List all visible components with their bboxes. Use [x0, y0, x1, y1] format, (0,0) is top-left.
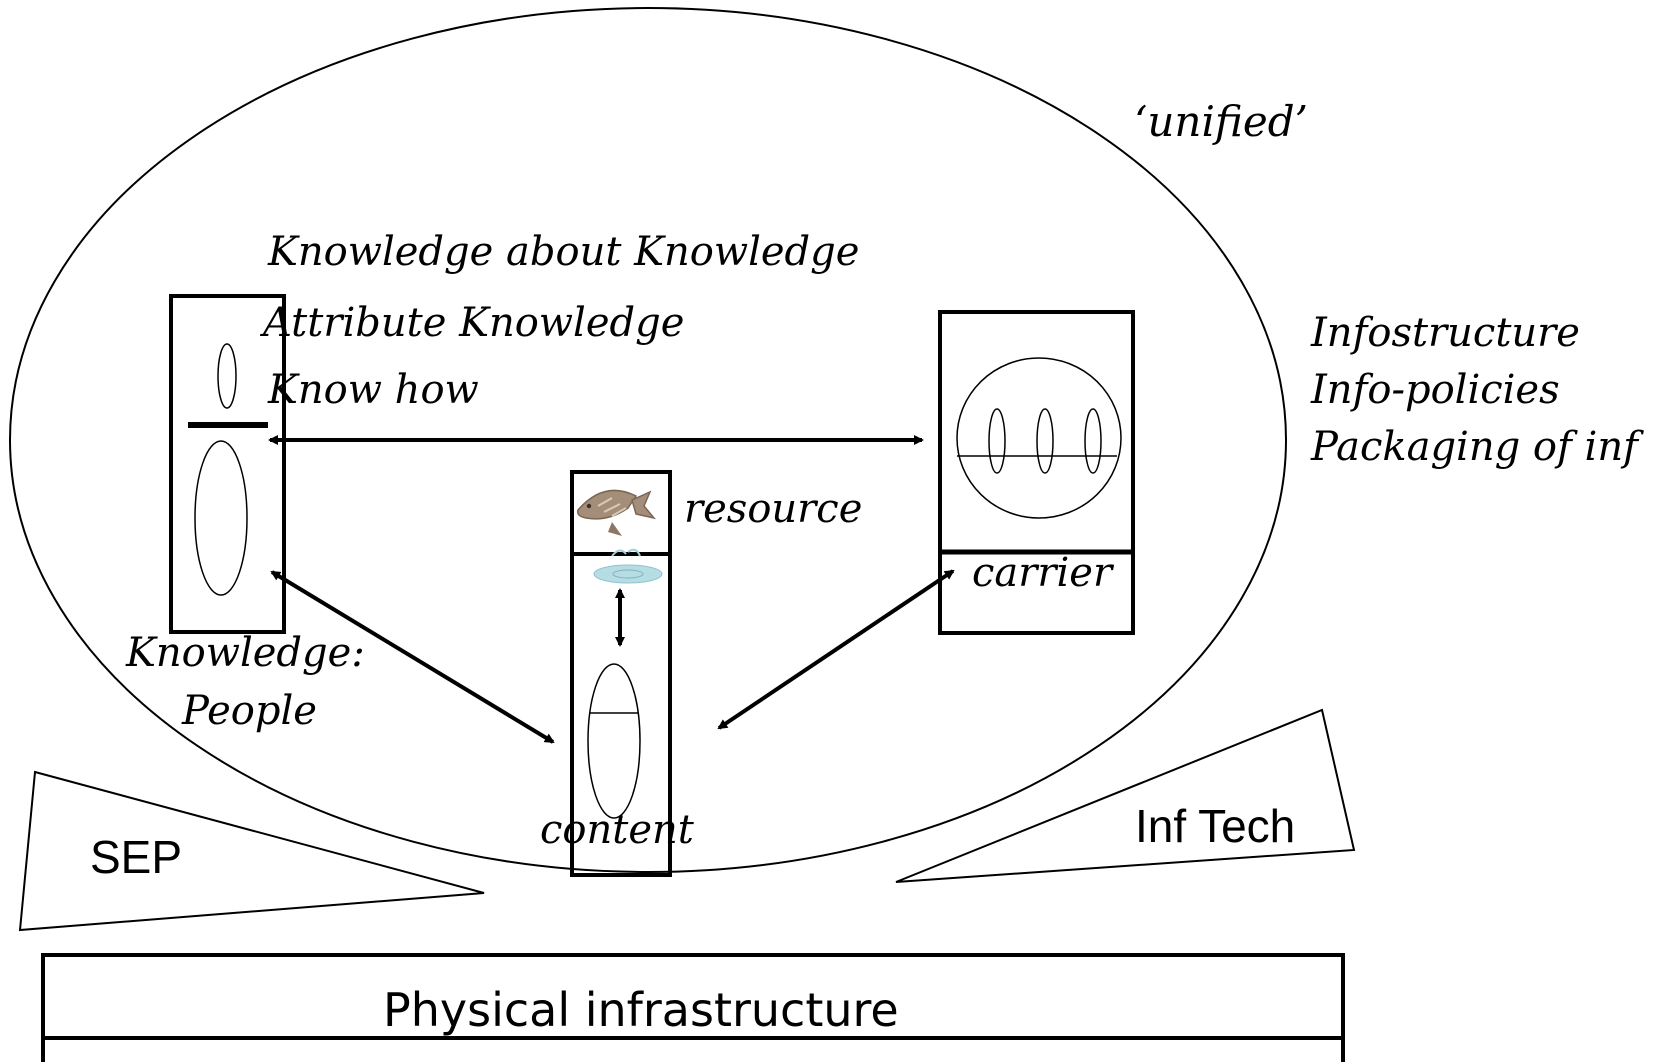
- sep-label: SEP: [90, 831, 182, 883]
- inf-tech-label: Inf Tech: [1135, 800, 1295, 852]
- sep-wedge: [18, 770, 485, 932]
- content-label: content: [540, 807, 695, 853]
- content-column: [570, 470, 672, 877]
- knowledge-small-oval: [217, 343, 237, 409]
- knowledge-large-oval: [194, 440, 248, 596]
- physical-infrastructure-label: Physical infrastructure: [383, 983, 899, 1037]
- resource-label: resource: [684, 486, 862, 532]
- carrier-box: [938, 310, 1135, 635]
- knowledge-label: Knowledge:: [125, 630, 365, 676]
- packaging-label: Packaging of inf: [1310, 424, 1644, 470]
- infostructure-label: Infostructure: [1310, 310, 1580, 356]
- physical-infrastructure-box: [41, 953, 1345, 1062]
- inf-tech-wedge: [895, 708, 1356, 883]
- carrier-circle: [956, 357, 1122, 519]
- carrier-oval-3: [1084, 408, 1102, 474]
- carrier-oval-2: [1036, 408, 1054, 474]
- arrow-knowledge-content: [270, 570, 555, 744]
- arrow-carrier-content: [717, 569, 955, 730]
- content-oval: [587, 663, 641, 819]
- fish-leaping-from-water-icon: [576, 489, 663, 584]
- knowledge-about-knowledge-label: Knowledge about Knowledge: [267, 229, 859, 275]
- info-policies-label: Info-policies: [1310, 367, 1560, 413]
- attribute-knowledge-label: Attribute Knowledge: [259, 300, 684, 346]
- unified-ellipse: [9, 7, 1287, 873]
- carrier-oval-1: [988, 408, 1006, 474]
- know-how-label: Know how: [267, 367, 479, 413]
- carrier-label: carrier: [972, 550, 1115, 596]
- knowledge-column: [169, 294, 286, 634]
- unified-label: ‘unified’: [1134, 97, 1308, 146]
- people-label: People: [181, 688, 317, 734]
